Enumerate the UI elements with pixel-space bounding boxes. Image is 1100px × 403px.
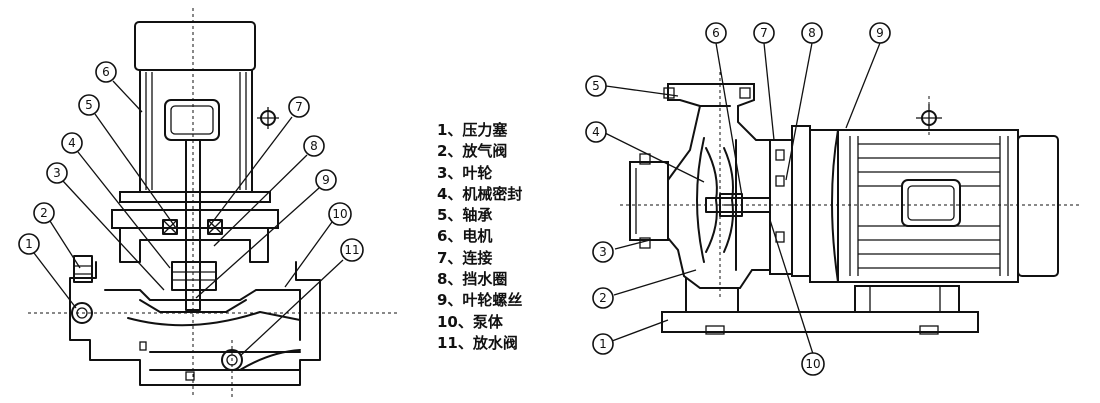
callout-left-9: 9 xyxy=(315,169,337,191)
callout-left-6: 6 xyxy=(95,61,117,83)
svg-text:10: 10 xyxy=(805,357,820,371)
svg-text:5: 5 xyxy=(592,79,600,93)
callout-right-10: 10 xyxy=(801,352,825,376)
horizontal-pump-drawing xyxy=(620,72,1080,335)
callout-left-4: 4 xyxy=(61,132,83,154)
svg-text:6: 6 xyxy=(712,26,720,40)
legend-item: 4、机械密封 xyxy=(437,184,523,203)
svg-text:3: 3 xyxy=(53,166,61,180)
legend-item: 9、叶轮螺丝 xyxy=(437,291,523,310)
svg-text:5: 5 xyxy=(85,98,93,112)
legend-item: 11、放水阀 xyxy=(437,333,518,352)
left-leaders xyxy=(33,80,344,357)
callout-left-7: 7 xyxy=(288,96,310,118)
motor-fins xyxy=(858,143,1000,269)
svg-text:9: 9 xyxy=(876,26,884,40)
callout-left-8: 8 xyxy=(303,135,325,157)
svg-text:1: 1 xyxy=(599,337,607,351)
svg-text:4: 4 xyxy=(592,125,600,139)
legend-item: 5、轴承 xyxy=(437,206,493,225)
legend-item: 1、压力塞 xyxy=(437,121,508,139)
callout-right-8: 8 xyxy=(801,22,823,44)
legend-item: 3、叶轮 xyxy=(437,163,493,182)
callout-right-1: 1 xyxy=(592,333,614,355)
callout-right-3: 3 xyxy=(592,241,614,263)
callout-right-6: 6 xyxy=(705,22,727,44)
callout-right-7: 7 xyxy=(753,22,775,44)
callout-right-2: 2 xyxy=(592,287,614,309)
callout-left-10: 10 xyxy=(328,202,352,226)
legend-item: 8、挡水圈 xyxy=(437,270,508,289)
legend-item: 7、连接 xyxy=(437,248,493,267)
svg-text:8: 8 xyxy=(310,139,318,153)
svg-text:11: 11 xyxy=(344,243,359,257)
callout-right-4: 4 xyxy=(585,121,607,143)
right-callouts: 1 2 3 4 5 6 7 8 9 10 xyxy=(585,22,891,376)
callout-left-11: 11 xyxy=(340,238,364,262)
left-callouts: 1 2 3 4 5 6 7 8 9 10 11 xyxy=(18,61,364,262)
svg-text:2: 2 xyxy=(599,291,607,305)
parts-legend: 1、压力塞 2、放气阀 3、叶轮 4、机械密封 5、轴承 6、电机 7、连接 8… xyxy=(437,120,522,354)
svg-text:3: 3 xyxy=(599,245,607,259)
callout-right-9: 9 xyxy=(869,22,891,44)
svg-text:9: 9 xyxy=(322,173,330,187)
legend-item: 2、放气阀 xyxy=(437,142,508,161)
svg-text:2: 2 xyxy=(40,206,48,220)
svg-text:1: 1 xyxy=(25,237,33,251)
callout-left-2: 2 xyxy=(33,202,55,224)
svg-text:10: 10 xyxy=(332,207,347,221)
callout-right-5: 5 xyxy=(585,75,607,97)
legend-item: 10、泵体 xyxy=(437,312,503,331)
svg-text:7: 7 xyxy=(295,100,303,114)
right-leaders xyxy=(604,42,881,355)
legend-item: 6、电机 xyxy=(437,227,493,246)
svg-text:4: 4 xyxy=(68,136,76,150)
callout-left-1: 1 xyxy=(18,233,40,255)
callout-left-3: 3 xyxy=(46,162,68,184)
callout-left-5: 5 xyxy=(78,94,100,116)
svg-text:6: 6 xyxy=(102,65,110,79)
svg-text:7: 7 xyxy=(760,26,768,40)
svg-text:8: 8 xyxy=(808,26,816,40)
